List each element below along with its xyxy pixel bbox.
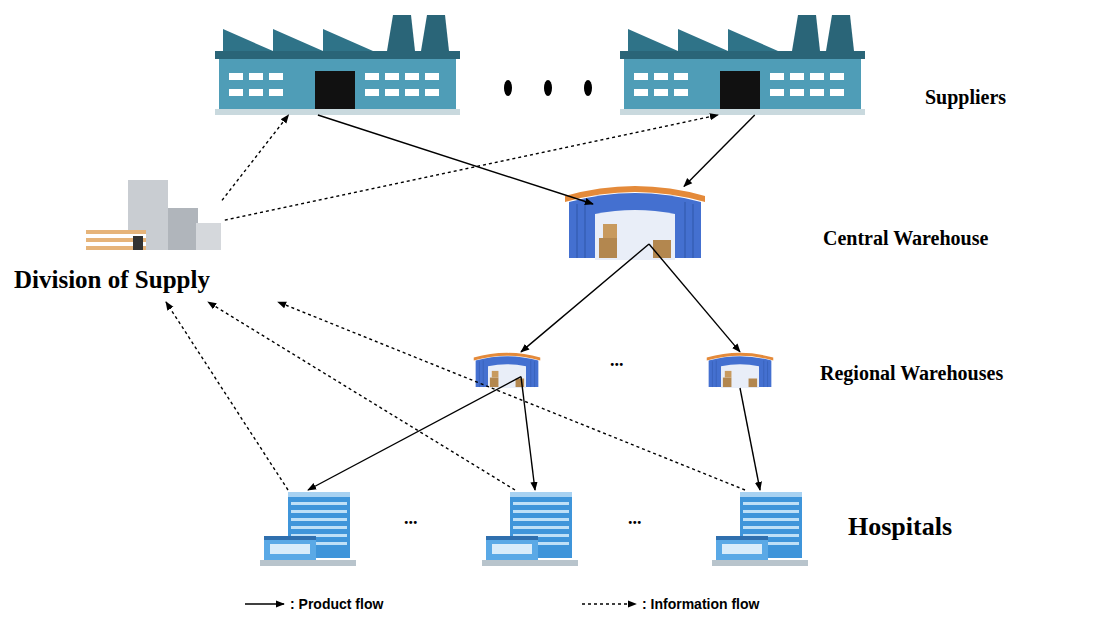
node-label: Hospitals: [848, 512, 952, 541]
supplier-node: Suppliers: [620, 15, 865, 115]
legend-label: : Product flow: [290, 596, 383, 612]
warehouse-icon: [707, 353, 774, 388]
ellipsis-dots: [504, 80, 592, 96]
information-flow-arrow: [278, 302, 745, 490]
warehouse-icon: [474, 353, 541, 388]
factory-icon: [620, 15, 865, 115]
node-label: Suppliers: [925, 86, 1006, 108]
legend-sample: [582, 603, 636, 604]
warehouse-node: Central Warehouse: [565, 180, 705, 260]
office-icon: [86, 180, 221, 250]
warehouse-icon: [565, 186, 705, 260]
product-flow-arrow: [684, 115, 755, 186]
ellipsis-label: ...: [628, 508, 642, 528]
information-flow-arrow: [225, 115, 718, 220]
ellipsis-label: ...: [404, 508, 418, 528]
legend-sample: [245, 603, 284, 604]
hospital-node: Hospitals: [710, 490, 810, 568]
information-flow-arrow: [166, 302, 288, 490]
hospital-icon: [260, 492, 356, 566]
product-flow-arrow: [318, 115, 593, 204]
node-label: Regional Warehouses: [820, 362, 1003, 384]
factory-icon: [215, 15, 460, 115]
legend-label: : Information flow: [642, 596, 759, 612]
warehouse-node: Regional Warehouses: [670, 350, 810, 388]
ellipsis-label: ...: [610, 350, 624, 370]
division-node: Division of Supply: [12, 178, 292, 302]
information-flow-arrow: [222, 115, 289, 200]
hospital-node: [258, 490, 358, 568]
information-flow-arrow: [208, 302, 515, 490]
warehouse-node: [437, 350, 577, 388]
hospital-icon: [482, 492, 578, 566]
supplier-node: [215, 15, 460, 115]
node-label: Central Warehouse: [823, 227, 988, 249]
hospital-icon: [712, 492, 808, 566]
product-flow-arrow: [740, 388, 760, 490]
product-flow-arrow: [308, 377, 521, 490]
product-flow-arrow: [521, 377, 535, 490]
product-flow-arrow: [649, 244, 740, 352]
hospital-node: [480, 490, 580, 568]
node-label: Division of Supply: [14, 266, 210, 293]
product-flow-arrow: [521, 244, 649, 352]
